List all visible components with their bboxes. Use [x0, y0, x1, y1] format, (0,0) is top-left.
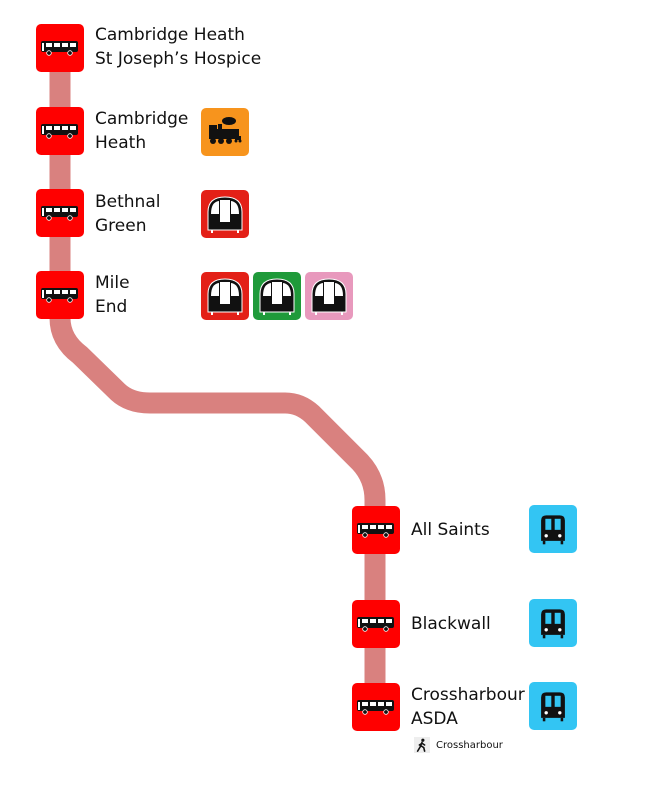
underground-icon: [309, 276, 349, 316]
stop-name-line1: Bethnal: [95, 192, 161, 212]
bus-icon: [40, 287, 80, 303]
bus-stop-marker[interactable]: [352, 600, 400, 648]
connection-underground[interactable]: [305, 272, 353, 320]
underground-icon: [257, 276, 297, 316]
underground-icon: [205, 276, 245, 316]
connection-underground[interactable]: [201, 272, 249, 320]
bus-icon: [40, 205, 80, 221]
connection-dlr[interactable]: [529, 682, 577, 730]
bus-stop-marker[interactable]: [352, 683, 400, 731]
dlr-icon: [536, 512, 570, 546]
bus-stop-marker[interactable]: [36, 271, 84, 319]
stop-name-line1: Cambridge Heath: [95, 25, 245, 45]
stop-name: All Saints: [411, 518, 490, 542]
stop-name-line2: Green: [95, 216, 147, 236]
bus-icon: [40, 40, 80, 56]
stop-name-line1: Blackwall: [411, 614, 491, 634]
stop-name-line1: All Saints: [411, 520, 490, 540]
bus-stop-marker[interactable]: [36, 107, 84, 155]
bus-stop-marker[interactable]: [36, 24, 84, 72]
connection-underground[interactable]: [253, 272, 301, 320]
route-path: [49, 50, 386, 705]
walking-person-icon: [415, 738, 429, 752]
stop-name-line1: Crossharbour: [411, 685, 525, 705]
stop-name: Cambridge Heath St Joseph’s Hospice: [95, 23, 261, 71]
dlr-icon: [536, 606, 570, 640]
stop-name-line2: Heath: [95, 133, 147, 153]
stop-name-line1: Mile: [95, 273, 130, 293]
stop-name-line2: End: [95, 297, 128, 317]
national-rail-icon: [205, 112, 245, 152]
bus-stop-marker[interactable]: [36, 189, 84, 237]
connection-dlr[interactable]: [529, 505, 577, 553]
stop-name-line2: St Joseph’s Hospice: [95, 49, 262, 69]
stop-name-line1: Cambridge: [95, 109, 189, 129]
bus-icon: [356, 616, 396, 632]
walk-destination: Crossharbour: [436, 739, 503, 751]
stop-name-line2: ASDA: [411, 709, 458, 729]
dlr-icon: [536, 689, 570, 723]
bus-icon: [356, 699, 396, 715]
underground-icon: [205, 194, 245, 234]
walking-interchange[interactable]: Crossharbour: [414, 737, 503, 753]
bus-icon: [356, 522, 396, 538]
connection-national-rail[interactable]: [201, 108, 249, 156]
bus-stop-marker[interactable]: [352, 506, 400, 554]
connection-underground[interactable]: [201, 190, 249, 238]
stop-name: Blackwall: [411, 612, 491, 636]
connection-dlr[interactable]: [529, 599, 577, 647]
bus-icon: [40, 123, 80, 139]
walk-icon-box: [414, 737, 430, 753]
